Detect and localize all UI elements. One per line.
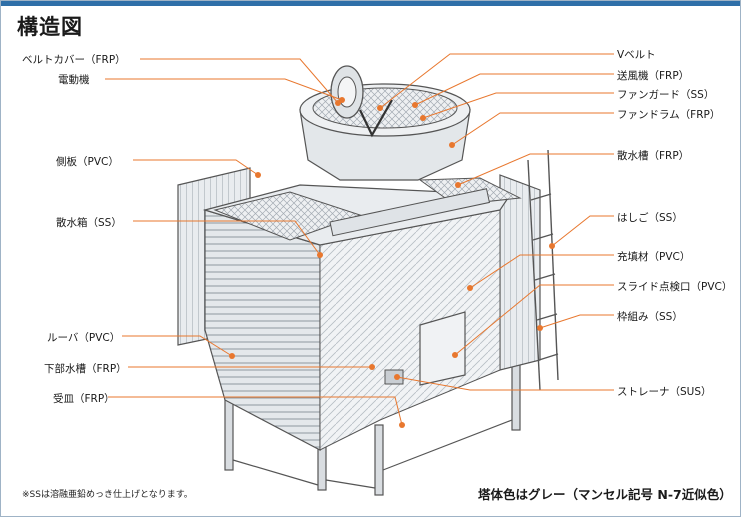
distribution-box	[213, 191, 362, 241]
label-drain-pan: 受皿（FRP）	[53, 393, 115, 405]
callout-markers	[229, 97, 555, 428]
color-note: 塔体色はグレー（マンセル記号 N-7近似色）	[478, 487, 732, 502]
label-distribution-box: 散水箱（SS）	[56, 217, 122, 229]
label-lower-tank: 下部水槽（FRP）	[44, 363, 127, 375]
top-accent-bar	[0, 0, 741, 6]
label-inspection-door: スライド点検口（PVC）	[617, 281, 733, 293]
v-belt	[359, 99, 393, 138]
header-pipe	[329, 188, 491, 237]
footnote: ※SSは溶融亜鉛めっき仕上げとなります。	[22, 490, 193, 500]
inspection-door	[419, 311, 466, 386]
label-fill: 充填材（PVC）	[617, 251, 691, 263]
ladder	[527, 149, 559, 391]
label-fan: 送風機（FRP）	[617, 70, 690, 82]
fill-media	[319, 209, 501, 451]
label-belt-cover: ベルトカバー（FRP）	[22, 54, 126, 66]
label-strainer: ストレーナ（SUS）	[617, 386, 712, 398]
label-v-belt: Vベルト	[617, 49, 656, 61]
louver-face	[204, 209, 321, 451]
label-motor: 電動機	[58, 74, 90, 86]
hot-water-basin	[418, 177, 522, 206]
label-fan-drum: ファンドラム（FRP）	[617, 109, 721, 121]
label-frame: 枠組み（SS）	[617, 311, 683, 323]
label-side-panel: 側板（PVC）	[56, 156, 119, 168]
label-hot-water-basin: 散水槽（FRP）	[617, 150, 690, 162]
leader-lines	[105, 53, 614, 426]
label-ladder: はしご（SS）	[617, 212, 683, 224]
label-louver: ルーバ（PVC）	[47, 332, 121, 344]
page-title: 構造図	[17, 15, 83, 39]
label-fan-guard: ファンガード（SS）	[617, 89, 715, 101]
